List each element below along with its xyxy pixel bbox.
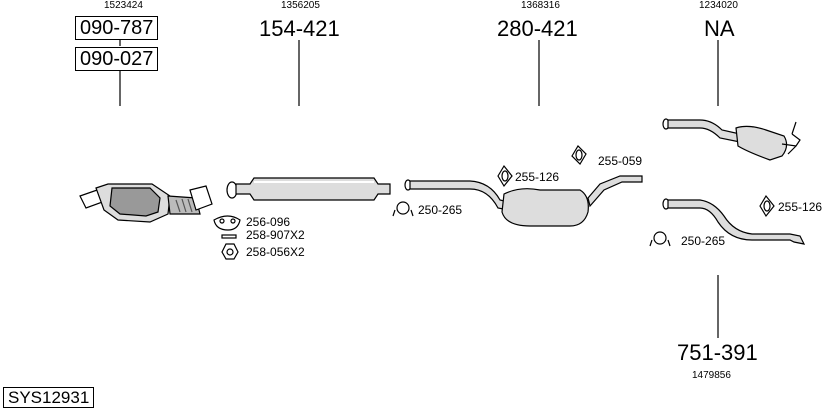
cat-part-number-2: 090-027 [75, 47, 159, 71]
system-id-badge: SYS12931 [3, 387, 95, 408]
bolt-cat-icon [221, 234, 237, 239]
nut-cat-icon [221, 243, 239, 260]
gasket-cat-label: 256-096 [246, 215, 291, 229]
rubber-mid2-label: 255-059 [598, 154, 643, 168]
rubber-rear-label: 255-126 [778, 200, 823, 214]
clamp-rear-label: 250-265 [681, 234, 726, 248]
cat-part-number-1: 090-787 [75, 16, 159, 40]
catalytic-converter-drawing [79, 183, 213, 223]
bolt-cat-label: 258-907X2 [246, 228, 305, 242]
clamp-rear-icon [649, 231, 671, 247]
middle-silencer-drawing [404, 175, 643, 227]
front-pipe-drawing [226, 177, 391, 201]
rubber-mid-label: 255-126 [515, 170, 560, 184]
nut-cat-label: 258-056X2 [246, 245, 305, 259]
rear-silencer-drawing [662, 118, 801, 161]
tail-pipe-number: 751-391 [677, 340, 758, 365]
clamp-front-label: 250-265 [418, 203, 463, 217]
rear-silencer-number: NA [704, 16, 735, 41]
gasket-cat-icon [213, 215, 241, 231]
tail-pipe-ref: 1479856 [692, 370, 731, 381]
clamp-front-icon [392, 201, 414, 217]
rubber-mid-icon [497, 164, 513, 188]
rear-silencer-ref: 1234020 [699, 0, 738, 11]
rubber-mid2-icon [571, 145, 587, 165]
front-pipe-number: 154-421 [259, 16, 340, 41]
tail-pipe-drawing [662, 198, 806, 245]
rubber-rear-icon [759, 194, 775, 218]
front-pipe-ref: 1356205 [281, 0, 320, 11]
cat-ref: 1523424 [104, 0, 143, 11]
middle-silencer-number: 280-421 [497, 16, 578, 41]
middle-silencer-ref: 1368316 [521, 0, 560, 11]
